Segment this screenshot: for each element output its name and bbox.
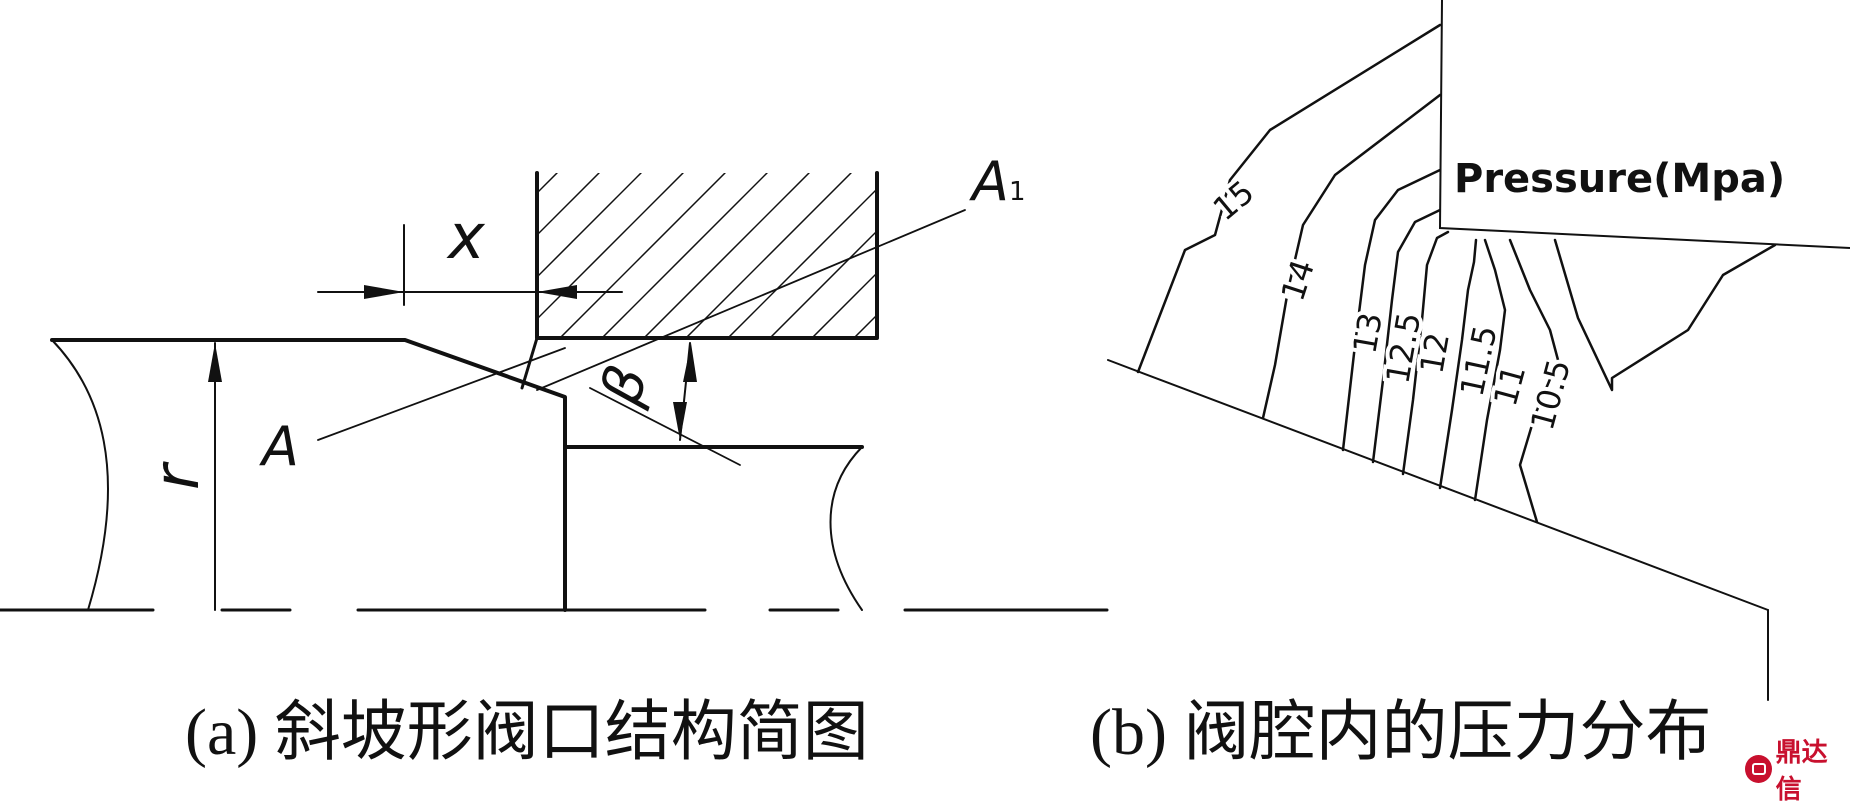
logo-mark-icon xyxy=(1745,755,1772,783)
panel-a-diagram xyxy=(0,171,1109,612)
panel-b-diagram xyxy=(1107,23,1777,701)
contour-label-12-5: 12.5 xyxy=(1378,310,1428,387)
hatch-line xyxy=(684,173,852,338)
label-a1: A1 xyxy=(969,150,1026,213)
spool-slope-line xyxy=(1107,359,1769,611)
contour-line-15 xyxy=(1136,23,1442,374)
x-dimension xyxy=(317,224,623,306)
label-a: A xyxy=(259,415,299,478)
label-a1-main: A xyxy=(969,150,1009,213)
caption-panel-b: (b) 阀腔内的压力分布 xyxy=(1090,696,1712,769)
contour-label-15: 15 xyxy=(1206,173,1262,228)
hatch-line xyxy=(558,173,726,338)
right-break-line xyxy=(829,446,863,611)
label-beta: β xyxy=(588,358,661,413)
hatch-line xyxy=(537,173,642,279)
contour-line-14 xyxy=(1261,93,1442,420)
watermark-text: 鼎达信 xyxy=(1775,738,1828,805)
label-r: r xyxy=(140,461,213,490)
contour-line-13 xyxy=(1341,168,1442,452)
contour-line-12 xyxy=(1401,230,1450,476)
left-break-line xyxy=(51,339,109,611)
contour-label-10-5: 10.5 xyxy=(1523,355,1578,434)
r-dimension xyxy=(208,342,222,611)
a1-leader-line xyxy=(536,209,966,391)
valve-body-hatch xyxy=(537,173,877,338)
legend-box-outline xyxy=(1438,0,1850,249)
valve-body-outline xyxy=(535,171,879,340)
legend-title: Pressure(Mpa) xyxy=(1454,156,1785,202)
hatch-line xyxy=(726,187,877,338)
caption-panel-a: (a) 斜坡形阀口结构简图 xyxy=(185,696,869,769)
hatch-line xyxy=(537,173,600,237)
contour-line-low xyxy=(1553,238,1777,392)
contour-line-12-5 xyxy=(1371,208,1442,464)
a-leader-line xyxy=(317,347,566,441)
contour-label-13: 13 xyxy=(1345,310,1389,357)
hatch-line xyxy=(810,271,877,338)
contour-label-12: 12 xyxy=(1412,330,1456,377)
beta-dimension xyxy=(589,342,741,466)
contour-line-10-5 xyxy=(1508,238,1560,524)
contour-line-11 xyxy=(1473,238,1507,502)
pressure-legend-box: Pressure(Mpa) xyxy=(1438,0,1850,249)
hatch-line xyxy=(537,173,684,321)
watermark-logo: 鼎达信 xyxy=(1745,738,1850,805)
hatch-line xyxy=(600,173,768,338)
label-x: x xyxy=(446,200,486,273)
hatch-line xyxy=(642,173,810,338)
contour-line-11-5 xyxy=(1438,238,1478,490)
orifice-gap-line xyxy=(520,336,539,390)
contour-label-14: 14 xyxy=(1273,255,1322,305)
spool-outline xyxy=(50,338,567,612)
label-a1-sub: 1 xyxy=(1009,177,1026,207)
